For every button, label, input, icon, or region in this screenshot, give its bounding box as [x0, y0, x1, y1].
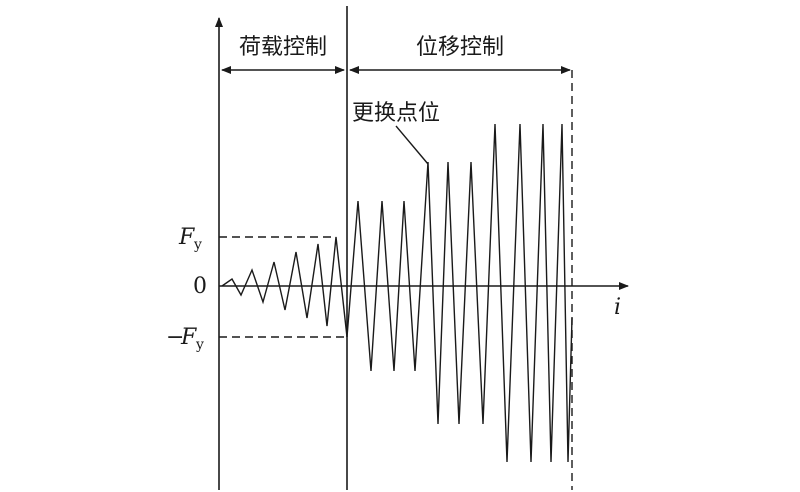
- displacement-control-label: 位移控制: [416, 35, 504, 60]
- svg-text:F: F: [180, 325, 197, 350]
- change-point-label: 更换点位: [352, 101, 440, 126]
- load-control-label: 荷载控制: [239, 35, 327, 60]
- fy-negative-label: − F y: [166, 325, 204, 353]
- svg-text:F: F: [178, 225, 195, 250]
- svg-text:−: −: [166, 325, 184, 350]
- zero-label: 0: [193, 274, 207, 299]
- change-point-leader: [395, 125, 429, 165]
- svg-text:y: y: [193, 237, 202, 253]
- displacement-control-waveform: [346, 123, 573, 463]
- load-control-waveform: [221, 236, 348, 338]
- x-axis-label: i: [614, 295, 621, 320]
- svg-text:y: y: [195, 337, 204, 353]
- fy-positive-label: F y: [178, 225, 202, 253]
